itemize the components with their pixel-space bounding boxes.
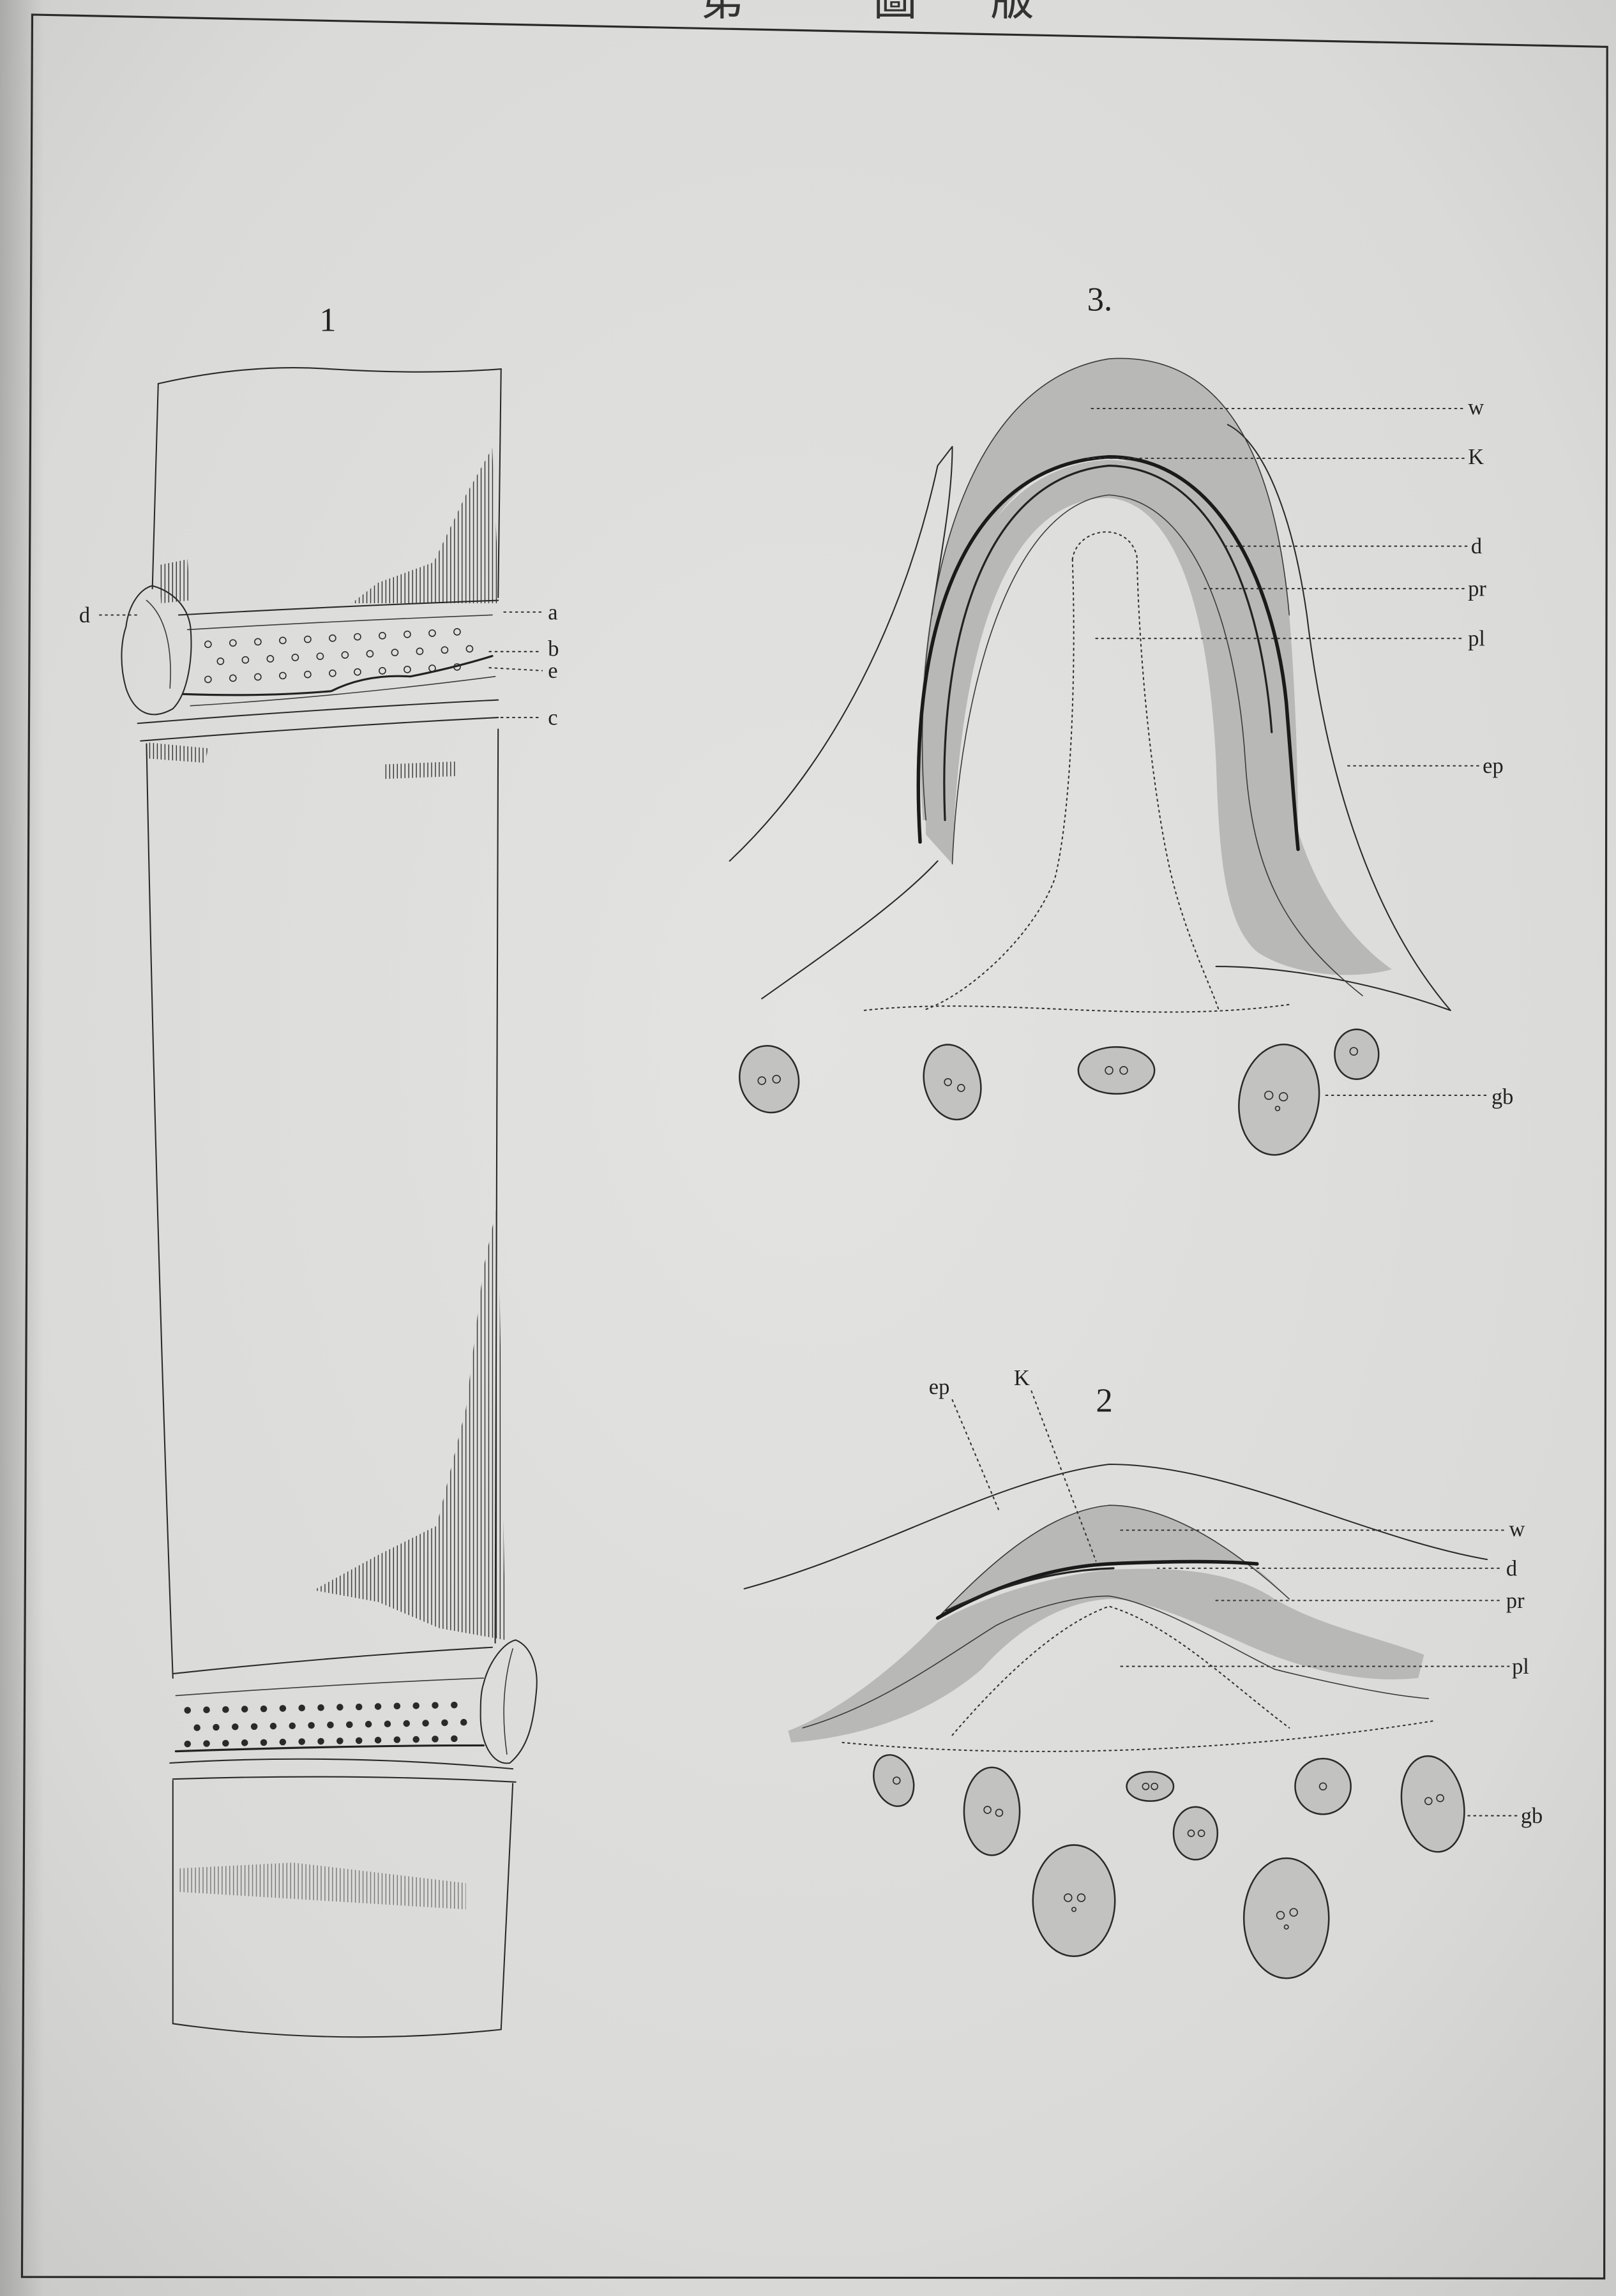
node-pore-dot [432,1736,439,1743]
node-pore-dot [298,1704,305,1711]
figure-3-number: 3. [1087,281,1113,318]
label-fig1-a: a [548,600,557,624]
fig3-vascular-bundle [1078,1047,1154,1093]
figure-2-number: 2 [1096,1382,1112,1419]
node-pore-dot [308,1722,315,1729]
node-pore-dot [317,1704,324,1711]
node-pore-dot [412,1702,419,1709]
label-fig2-w: w [1509,1517,1525,1541]
node-pore-dot [232,1723,239,1730]
node-pore-dot [394,1736,401,1743]
node-pore-dot [241,1706,248,1713]
label-fig3-k: K [1468,445,1484,469]
label-fig3-pl: pl [1468,627,1485,651]
node-pore-dot [203,1740,210,1747]
label-fig3-pr: pr [1468,577,1486,601]
scan-edge-shadow [0,0,44,2296]
node-pore-dot [394,1702,401,1709]
node-pore-dot [441,1720,448,1727]
node-pore-dot [222,1706,229,1713]
label-fig3-ep: ep [1483,754,1503,778]
node-pore-dot [270,1723,277,1730]
label-fig2-pl: pl [1512,1654,1529,1679]
node-pore-dot [375,1737,382,1744]
node-pore-dot [222,1740,229,1747]
label-fig2-pr: pr [1506,1589,1525,1613]
node-pore-dot [346,1722,353,1729]
node-pore-dot [184,1741,191,1748]
node-pore-dot [451,1702,458,1709]
node-pore-dot [251,1723,258,1730]
fig2-vascular-bundle [1174,1807,1218,1860]
fig3-vascular-bundle [1334,1030,1378,1079]
label-fig3-w: w [1468,395,1484,419]
node-pore-dot [298,1738,305,1745]
label-fig3-gb: gb [1491,1085,1513,1109]
node-pore-dot [193,1724,200,1731]
node-pore-dot [356,1704,363,1711]
label-fig1-bud: d [79,603,90,627]
node-pore-dot [365,1721,372,1728]
node-pore-dot [280,1705,287,1712]
figure-1-number: 1 [319,301,336,338]
header-char-2: 圖 [873,0,917,26]
node-pore-dot [336,1737,344,1745]
label-fig1-b: b [548,637,559,661]
node-pore-dot [327,1722,334,1729]
node-pore-dot [317,1738,324,1745]
node-pore-dot [432,1702,439,1709]
node-pore-dot [203,1706,210,1713]
node-pore-dot [356,1737,363,1745]
stem-hatch-mid [384,762,457,779]
node-pore-dot [213,1724,220,1731]
node-pore-dot [451,1736,458,1743]
label-fig2-gb: gb [1521,1804,1543,1828]
node-pore-dot [460,1719,467,1726]
node-pore-dot [261,1706,268,1713]
fig2-vascular-bundle [1244,1858,1329,1978]
node-pore-dot [403,1720,410,1727]
label-fig3-d: d [1471,534,1482,559]
label-fig2-k: K [1014,1366,1030,1390]
label-fig2-d: d [1506,1556,1517,1580]
fig2-vascular-bundle [1295,1759,1350,1814]
fig2-vascular-bundle [1127,1772,1174,1801]
fig2-vascular-bundle [964,1767,1020,1856]
node-pore-dot [375,1703,382,1710]
node-pore-dot [241,1739,248,1746]
node-pore-dot [336,1704,344,1711]
node-pore-dot [422,1720,429,1727]
header-char-3: 版 [990,0,1034,26]
header-char-1: 第 [700,0,744,26]
label-fig1-e: e [548,659,557,683]
fig2-vascular-bundle [1033,1845,1115,1956]
node-pore-dot [412,1736,419,1743]
label-fig1-c: c [548,706,557,730]
node-pore-dot [261,1739,268,1746]
node-pore-dot [384,1720,391,1727]
node-pore-dot [184,1707,191,1714]
node-pore-dot [289,1722,296,1729]
node-pore-dot [280,1739,287,1746]
label-fig2-ep: ep [929,1375,949,1399]
